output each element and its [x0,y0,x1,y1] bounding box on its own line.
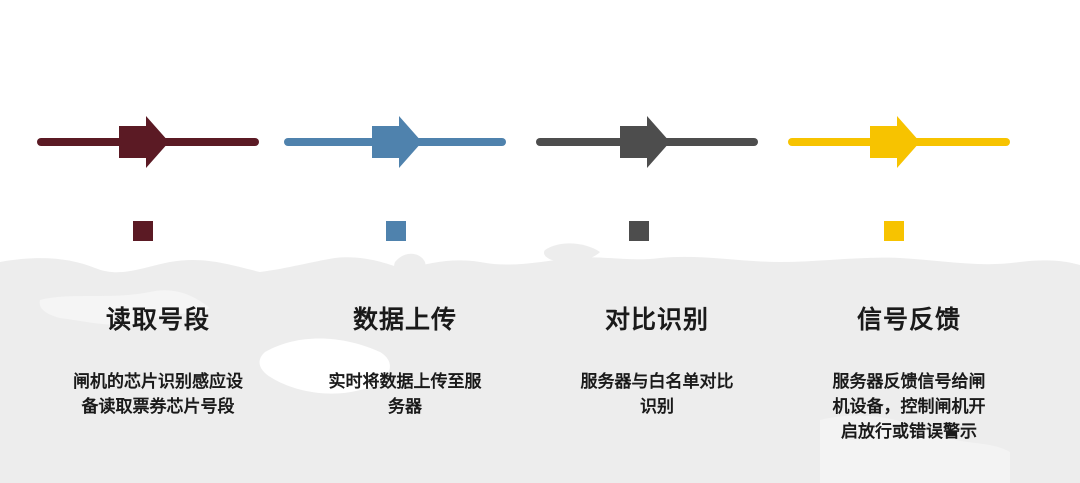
map-sea [259,338,390,394]
arrow-right-icon [37,116,259,168]
step-title: 数据上传 [352,305,457,334]
step-marker [884,221,904,241]
map-island-1 [394,253,426,279]
step-description-line: 服务器与白名单对比 [580,372,734,392]
map-coast-detail [820,415,1010,483]
step-description-line: 闸机的芯片识别感应设 [73,372,243,392]
step-description-line: 机设备，控制闸机开 [832,397,986,417]
arrow-right-icon [788,116,1010,168]
step-description-line: 务器 [388,397,422,417]
process-step-3: 对比识别 服务器与白名单对比 识别 [532,0,782,483]
step-description: 服务器反馈信号给闸 机设备，控制闸机开 启放行或错误警示 [784,370,1034,445]
step-description: 实时将数据上传至服 务器 [280,370,530,420]
map-landmass-main [0,256,1080,483]
process-step-2: 数据上传 实时将数据上传至服 务器 [280,0,530,483]
map-peninsula [39,290,210,325]
step-description-line: 服务器反馈信号给闸 [832,372,986,392]
step-title: 对比识别 [604,305,709,334]
arrow-right-icon [284,116,506,168]
step-marker [133,221,153,241]
step-title: 信号反馈 [856,305,961,334]
step-description: 服务器与白名单对比 识别 [532,370,782,420]
step-marker [629,221,649,241]
map-island-2 [543,243,600,262]
process-step-1: 读取号段 闸机的芯片识别感应设 备读取票券芯片号段 [33,0,283,483]
step-description: 闸机的芯片识别感应设 备读取票券芯片号段 [33,370,283,420]
process-step-4: 信号反馈 服务器反馈信号给闸 机设备，控制闸机开 启放行或错误警示 [784,0,1034,483]
step-description-line: 识别 [640,397,674,417]
arrow-right-icon [536,116,758,168]
step-description-line: 启放行或错误警示 [841,422,977,442]
step-marker [386,221,406,241]
step-description-line: 备读取票券芯片号段 [81,397,235,417]
step-title: 读取号段 [105,305,210,334]
step-description-line: 实时将数据上传至服 [328,372,482,392]
